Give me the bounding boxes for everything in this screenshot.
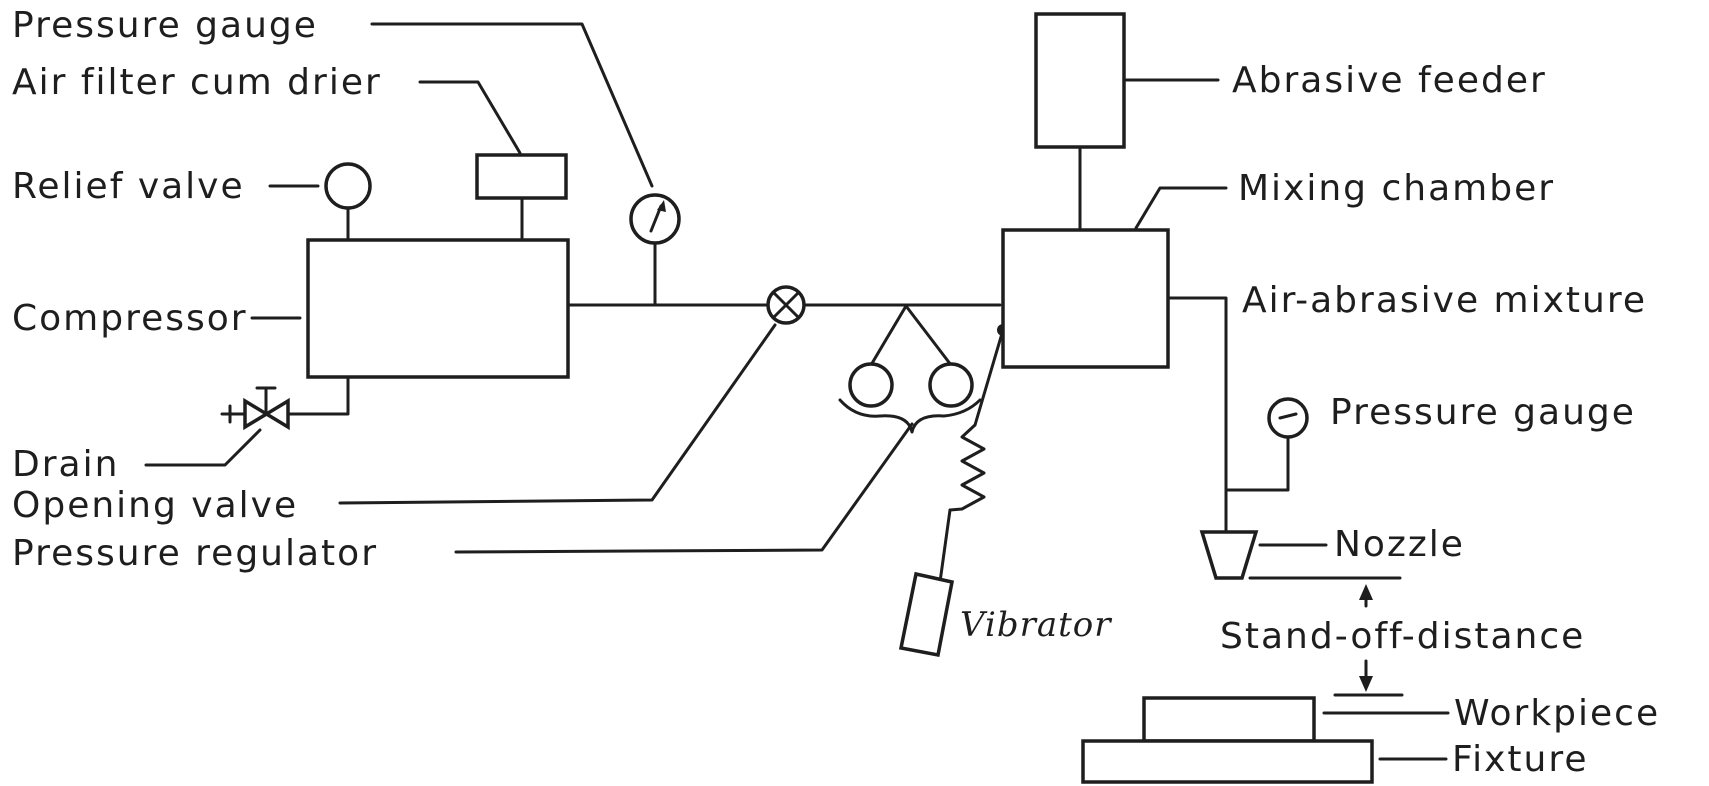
- nozzle-label: Nozzle: [1334, 524, 1465, 565]
- vibrator-icon: [898, 571, 955, 658]
- pressure-gauge-right-label: Pressure gauge: [1330, 392, 1636, 433]
- pressure-regulator-label: Pressure regulator: [12, 533, 378, 574]
- standoff-arrow-up: [1359, 584, 1373, 600]
- air-filter-box: [475, 153, 568, 200]
- mixing-chamber-leader: [1134, 186, 1228, 230]
- regulator-base: [838, 398, 982, 434]
- regulator-weight-left: [848, 362, 894, 408]
- air-abrasive-mixture-line: [1166, 296, 1228, 532]
- opening-valve-leader: [338, 323, 777, 505]
- pressure-gauge-top-leader: [370, 22, 654, 188]
- workpiece-label: Workpiece: [1454, 693, 1660, 734]
- pressure-regulator-leader: [454, 422, 914, 554]
- nozzle-icon: [1199, 530, 1259, 580]
- regulator-arm-left: [869, 304, 908, 367]
- vibrator-label: Vibrator: [960, 605, 1112, 645]
- compressor-box: [306, 238, 570, 379]
- drain-pipe: [286, 375, 350, 416]
- drain-leader: [144, 428, 262, 467]
- air-abrasive-mixture-label: Air-abrasive mixture: [1242, 280, 1647, 321]
- opening-valve-label: Opening valve: [12, 485, 298, 526]
- abrasive-feeder-box: [1034, 12, 1126, 149]
- relief-valve-label: Relief valve: [12, 166, 245, 207]
- regulator-weight-right: [928, 362, 974, 408]
- drain-label: Drain: [12, 444, 119, 485]
- air-filter-label: Air filter cum drier: [12, 62, 382, 103]
- compressor-label: Compressor: [12, 298, 248, 339]
- vibrator-link: [938, 508, 952, 584]
- relief-valve-icon: [324, 162, 372, 210]
- fixture-box: [1081, 739, 1374, 784]
- pressure-gauge-top-label: Pressure gauge: [12, 5, 318, 46]
- stand-off-distance-label: Stand-off-distance: [1220, 616, 1585, 657]
- mixing-chamber-label: Mixing chamber: [1238, 168, 1555, 209]
- pressure-gauge-right-pipe: [1224, 435, 1290, 492]
- mixing-chamber-box: [1001, 228, 1170, 369]
- opening-valve-cross-2: [772, 291, 800, 319]
- pressure-gauge-top-needle-tip: [657, 200, 666, 212]
- air-filter-leader: [418, 80, 522, 155]
- workpiece-box: [1142, 696, 1316, 743]
- standoff-arrow-down: [1359, 676, 1373, 692]
- regulator-arm-right: [904, 304, 953, 367]
- pressure-gauge-right-needle: [1278, 412, 1298, 420]
- vibrator-spring: [948, 423, 986, 512]
- abrasive-feeder-label: Abrasive feeder: [1232, 60, 1547, 101]
- fixture-label: Fixture: [1452, 739, 1588, 780]
- pressure-gauge-right-icon: [1267, 397, 1309, 439]
- vibrator-rod: [973, 328, 1005, 427]
